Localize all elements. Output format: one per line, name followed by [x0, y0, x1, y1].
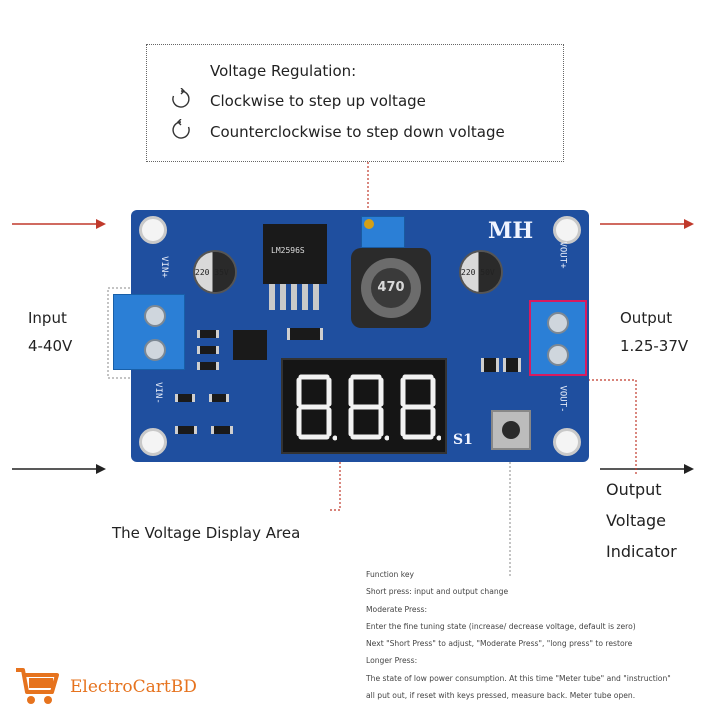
shopping-cart-icon [16, 668, 59, 704]
input-terminal-block [113, 294, 185, 370]
vin-plus-label: VIN+ [158, 256, 169, 278]
function-key-line: Function key [366, 570, 415, 579]
display-digit [293, 372, 338, 442]
smd-resistor [175, 426, 197, 434]
output-range: 1.25-37V [620, 337, 689, 355]
input-capacitor [193, 250, 237, 294]
mounting-hole [139, 216, 167, 244]
board-brand-mark: MH [488, 218, 534, 244]
output-terminal-block [529, 300, 587, 376]
counterclockwise-icon [172, 119, 190, 139]
output-title: Output [620, 309, 673, 327]
display-digit [345, 372, 390, 442]
vout-minus-label: VOUT- [557, 385, 568, 413]
output-label: Output 1.25-37V [620, 304, 688, 360]
smd-resistor [209, 394, 229, 402]
function-key-line: The state of low power consumption. At t… [366, 673, 671, 683]
small-regulator [233, 330, 267, 360]
mounting-hole [139, 428, 167, 456]
input-capacitor-label: 220 35V [195, 268, 229, 277]
function-key-description: Function key Short press: input and outp… [366, 566, 716, 704]
clockwise-icon [172, 88, 190, 108]
output-voltage-indicator-label: Output Voltage Indicator [606, 474, 677, 567]
input-range: 4-40V [28, 337, 73, 355]
output-indicator-line-2: Voltage [606, 511, 667, 530]
function-key-line: Moderate Press: [366, 604, 428, 614]
potentiometer-screw[interactable] [364, 219, 374, 229]
input-screw-negative [144, 339, 166, 361]
input-title: Input [28, 309, 67, 327]
regulator-ic-label: LM2596S [271, 246, 305, 255]
vin-minus-label: VIN- [152, 382, 163, 404]
voltage-display [281, 358, 447, 454]
regulator-ic: LM2596S [263, 224, 327, 284]
output-indicator-line-1: Output [606, 480, 662, 499]
function-push-button[interactable] [491, 410, 531, 450]
input-label: Input 4-40V [28, 304, 72, 360]
regulation-callout-box [146, 44, 564, 162]
button-label: S1 [453, 432, 473, 448]
smd-resistor [197, 346, 219, 354]
output-capacitor [459, 250, 503, 294]
function-key-line: all put out, if reset with keys pressed,… [366, 691, 636, 701]
regulation-title: Voltage Regulation: [210, 62, 357, 80]
function-key-line: Next "Short Press" to adjust, "Moderate … [366, 639, 633, 649]
smd-resistor [175, 394, 195, 402]
clockwise-instruction: Clockwise to step up voltage [210, 92, 426, 110]
smd-resistor [211, 426, 233, 434]
output-capacitor-label: 220 50V [461, 268, 495, 277]
inductor-label: 470 [371, 268, 411, 308]
vout-plus-label: VOUT+ [557, 241, 568, 269]
status-led [503, 358, 521, 372]
display-digit [397, 372, 442, 442]
function-key-line: Enter the fine tuning state (increase/ d… [366, 621, 636, 631]
inductor: 470 [351, 248, 431, 328]
function-key-line: Short press: input and output change [366, 587, 509, 597]
voltage-adjust-potentiometer[interactable] [361, 216, 405, 248]
ic-pins [269, 284, 321, 310]
output-screw-negative [547, 344, 569, 366]
status-led [481, 358, 499, 372]
counterclockwise-instruction: Counterclockwise to step down voltage [210, 123, 505, 141]
push-button-cap[interactable] [502, 421, 520, 439]
mounting-hole [553, 216, 581, 244]
smd-diode [287, 328, 323, 340]
smd-resistor [197, 362, 219, 370]
display-area-label: The Voltage Display Area [112, 524, 301, 542]
output-screw-positive [547, 312, 569, 334]
function-key-line: Longer Press: [366, 656, 418, 666]
input-screw-positive [144, 305, 166, 327]
brand-name: ElectroCartBD [70, 677, 197, 697]
mounting-hole [553, 428, 581, 456]
smd-resistor [197, 330, 219, 338]
output-indicator-line-3: Indicator [606, 542, 677, 561]
buck-converter-board: VIN+ VIN- VOUT+ VOUT- 220 35V 220 50V LM… [113, 210, 589, 462]
